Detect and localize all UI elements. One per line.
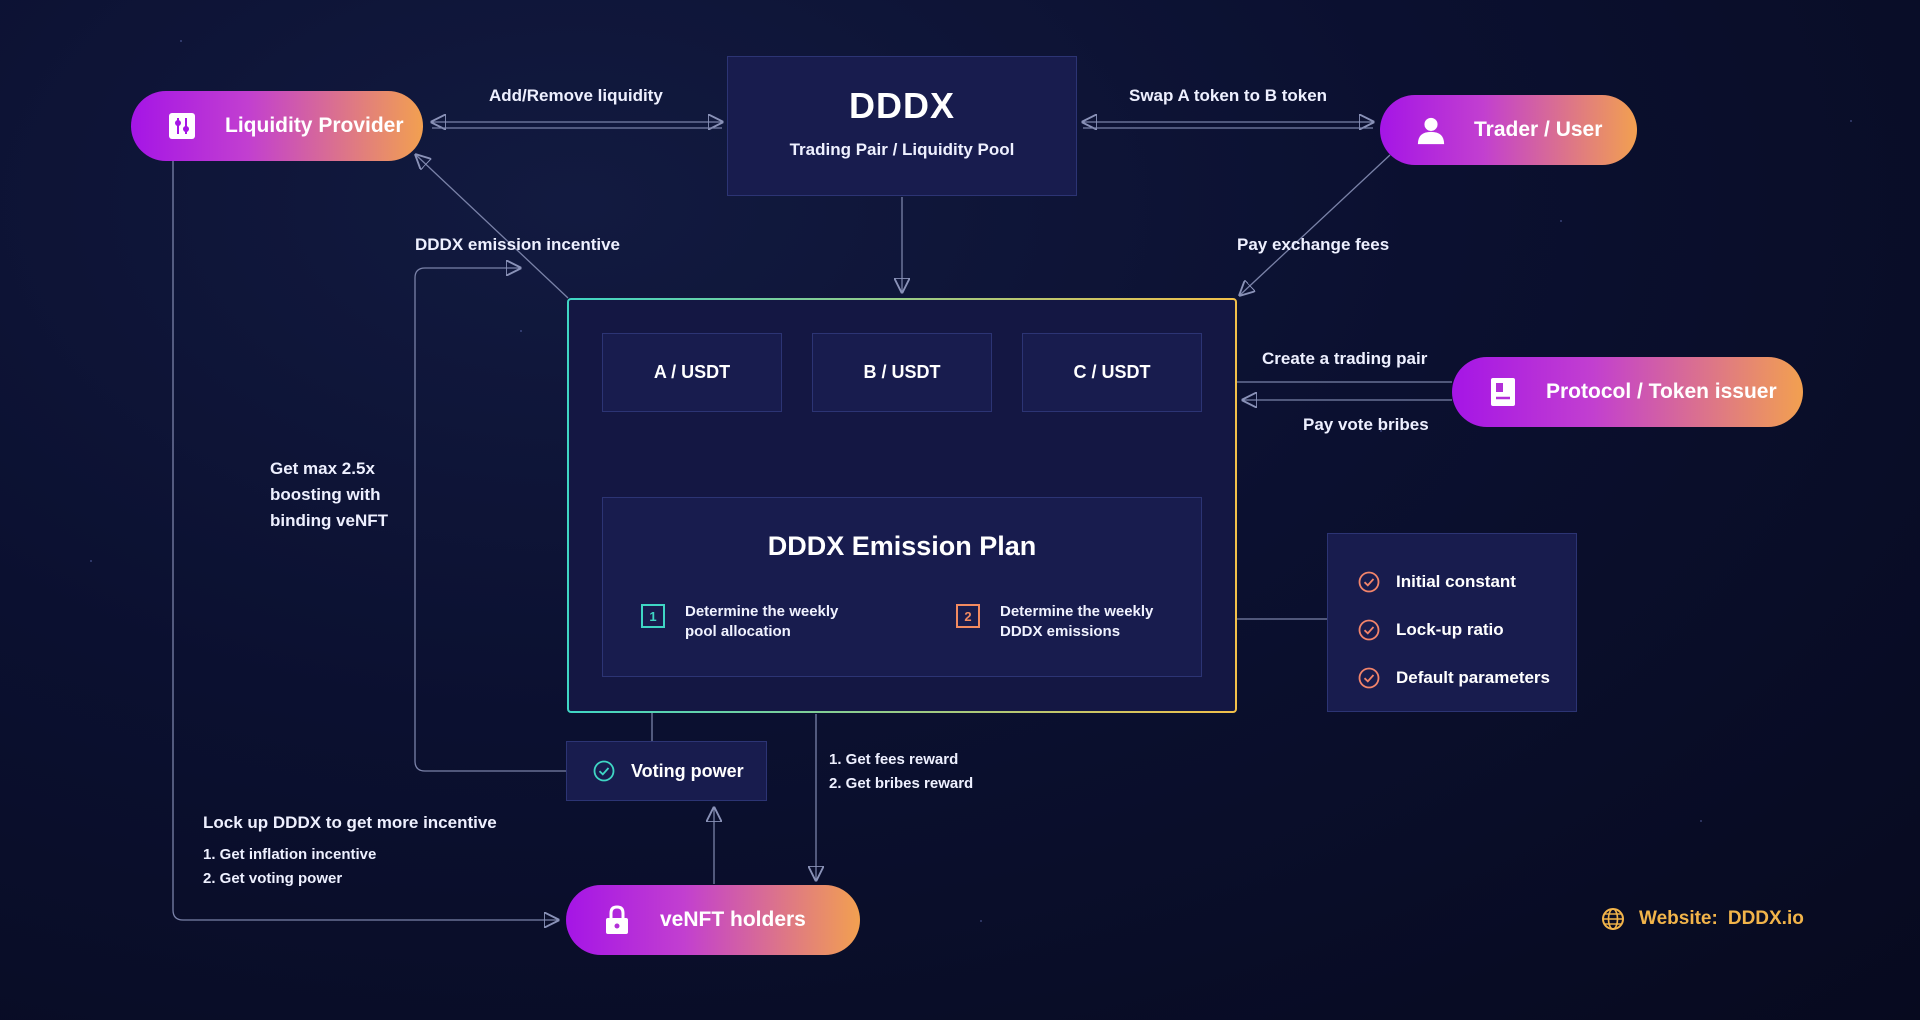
reward-item: 2. Get bribes reward xyxy=(829,775,974,792)
step-text: Determine the weekly pool allocation xyxy=(685,602,838,642)
trader-label: Trader / User xyxy=(1474,118,1603,141)
star xyxy=(980,920,982,922)
parameter-item: Initial constant xyxy=(1358,558,1576,606)
star xyxy=(520,330,522,332)
check-circle-icon xyxy=(1358,667,1380,689)
star xyxy=(90,560,92,562)
step-line: Determine the weekly xyxy=(685,603,839,620)
rewards-list: 1. Get fees reward 2. Get bribes reward xyxy=(829,748,973,796)
pair-box-b: B / USDT xyxy=(812,333,992,412)
voting-power-label: Voting power xyxy=(631,760,744,781)
document-icon xyxy=(1488,377,1518,407)
boost-line: binding veNFT xyxy=(270,511,389,530)
sliders-icon xyxy=(167,111,197,141)
dddx-logo: DDDX xyxy=(728,85,1076,127)
step-line: DDDX emissions xyxy=(1000,623,1121,640)
star xyxy=(180,40,182,42)
parameter-label: Lock-up ratio xyxy=(1396,620,1504,639)
create-pair-label: Create a trading pair xyxy=(1262,349,1428,368)
website-url[interactable]: DDDX.io xyxy=(1727,908,1804,929)
boost-line: Get max 2.5x xyxy=(270,459,375,478)
trader-pill: Trader / User xyxy=(1380,95,1637,165)
boost-line: boosting with xyxy=(270,485,381,504)
lockup-list: 1. Get inflation incentive 2. Get voting… xyxy=(203,843,376,891)
step-line: pool allocation xyxy=(685,623,791,640)
emission-step-1: 1 Determine the weekly pool allocation xyxy=(641,602,838,642)
parameters-box: Initial constant Lock-up ratio Default p… xyxy=(1327,533,1577,712)
venft-holders-pill: veNFT holders xyxy=(566,885,860,955)
parameter-label: Default parameters xyxy=(1396,668,1551,687)
swap-label: Swap A token to B token xyxy=(1129,86,1328,105)
pool-subtitle: Trading Pair / Liquidity Pool xyxy=(789,140,1015,159)
pair-label: C / USDT xyxy=(1073,362,1151,382)
check-circle-icon xyxy=(1358,571,1380,593)
liquidity-provider-pill: Liquidity Provider xyxy=(131,91,423,161)
protocol-pill: Protocol / Token issuer xyxy=(1452,357,1803,427)
step-number: 1 xyxy=(641,604,665,628)
step-text: Determine the weekly DDDX emissions xyxy=(1000,602,1153,642)
user-icon xyxy=(1416,115,1446,145)
liquidity-provider-label: Liquidity Provider xyxy=(225,114,404,137)
pay-bribes-label: Pay vote bribes xyxy=(1303,415,1429,434)
reward-item: 1. Get fees reward xyxy=(829,751,959,768)
step-line: Determine the weekly xyxy=(1000,603,1154,620)
pair-box-c: C / USDT xyxy=(1022,333,1202,412)
parameter-item: Default parameters xyxy=(1358,654,1576,702)
logo-text: DDDX xyxy=(848,85,955,126)
liquidity-pool-box: DDDX Trading Pair / Liquidity Pool xyxy=(727,56,1077,196)
emission-incentive-label: DDDX emission incentive xyxy=(415,235,621,254)
star xyxy=(1700,820,1702,822)
check-circle-icon xyxy=(1358,619,1380,641)
lock-icon xyxy=(602,905,632,935)
parameter-item: Lock-up ratio xyxy=(1358,606,1576,654)
globe-icon xyxy=(1602,908,1624,930)
pair-label: A / USDT xyxy=(653,362,731,382)
lockup-item: 2. Get voting power xyxy=(203,870,343,887)
star xyxy=(1850,120,1852,122)
parameter-label: Initial constant xyxy=(1396,572,1516,591)
boost-label: Get max 2.5x boosting with binding veNFT xyxy=(270,456,388,534)
emission-plan-title: DDDX Emission Plan xyxy=(767,531,1037,561)
pay-fees-label: Pay exchange fees xyxy=(1237,235,1390,254)
lockup-title: Lock up DDDX to get more incentive xyxy=(203,813,497,832)
star xyxy=(1560,220,1562,222)
emission-plan-box: DDDX Emission Plan 1 Determine the weekl… xyxy=(602,497,1202,677)
add-remove-liquidity-label: Add/Remove liquidity xyxy=(489,86,663,105)
star xyxy=(1380,430,1382,432)
pair-box-a: A / USDT xyxy=(602,333,782,412)
pair-label: B / USDT xyxy=(863,362,941,382)
step-number: 2 xyxy=(956,604,980,628)
lockup-item: 1. Get inflation incentive xyxy=(203,846,377,863)
voting-power-box: Voting power xyxy=(566,741,767,801)
emission-step-2: 2 Determine the weekly DDDX emissions xyxy=(956,602,1153,642)
venft-holders-label: veNFT holders xyxy=(660,908,806,931)
protocol-label: Protocol / Token issuer xyxy=(1546,380,1777,403)
website-label: Website: xyxy=(1639,908,1718,929)
check-circle-icon xyxy=(593,760,615,782)
website-link[interactable]: Website: DDDX.io xyxy=(1601,907,1804,931)
